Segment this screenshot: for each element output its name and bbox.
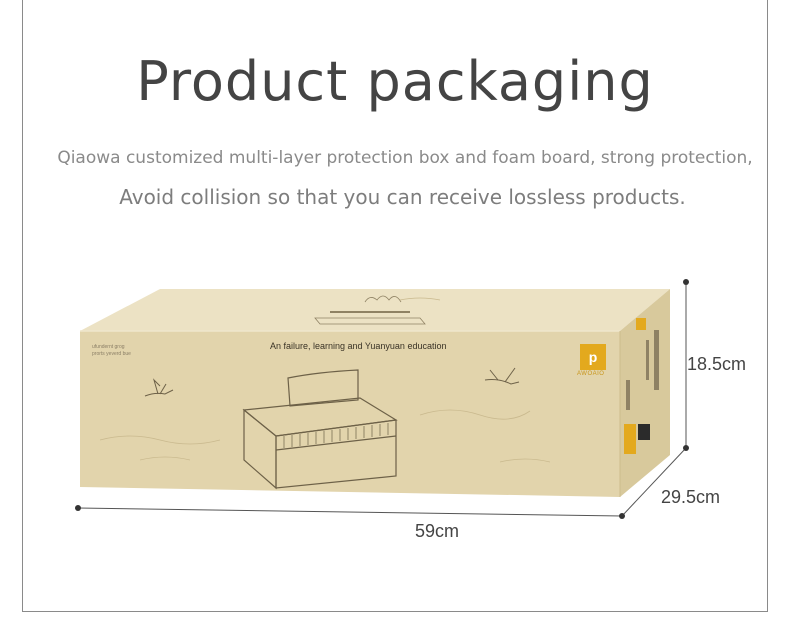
page-title: Product packaging bbox=[136, 50, 654, 113]
crane-left-graphic bbox=[144, 378, 174, 397]
top-crest-graphic bbox=[314, 295, 426, 325]
box-front-face bbox=[80, 331, 620, 497]
side-face-details bbox=[624, 318, 659, 454]
crane-right-graphic bbox=[484, 367, 520, 385]
depth-dimension-label: 29.5cm bbox=[661, 487, 721, 507]
box-side-note-2: prorts yeverd bue bbox=[92, 351, 131, 357]
height-dimension-label: 18.5cm bbox=[687, 354, 747, 374]
width-dimension-label: 59cm bbox=[415, 521, 460, 541]
piano-graphic bbox=[242, 369, 398, 490]
brand-name: AWOAIO bbox=[577, 371, 605, 377]
page-frame bbox=[22, 0, 768, 612]
description-line-1: Qiaowa customized multi-layer protection… bbox=[57, 148, 753, 168]
dimension-dots bbox=[75, 279, 689, 519]
svg-text:p: p bbox=[589, 349, 598, 365]
dimension-lines bbox=[77, 282, 687, 517]
description-line-2: Avoid collision so that you can receive … bbox=[119, 185, 686, 209]
box-slogan: An failure, learning and Yuanyuan educat… bbox=[270, 341, 447, 351]
brand-logo-square bbox=[580, 344, 606, 370]
box-top-face bbox=[80, 289, 670, 331]
box-side-note-1: ufundernt grog bbox=[92, 344, 125, 350]
decorative-swirls bbox=[99, 297, 551, 463]
